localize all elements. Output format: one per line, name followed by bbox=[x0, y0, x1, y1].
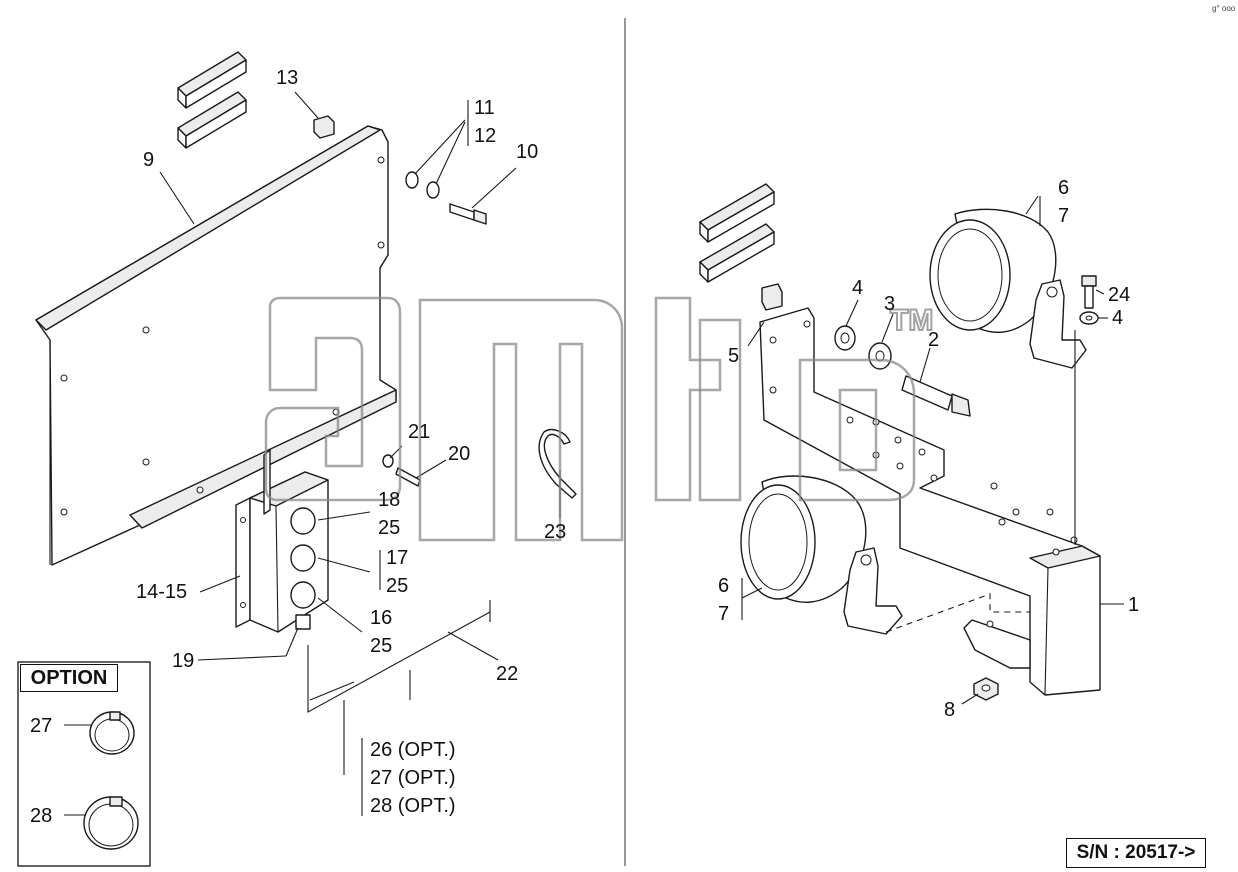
washer-4-right bbox=[1079, 311, 1099, 325]
bolt-2 bbox=[901, 375, 971, 417]
label-27-opt: 27 (OPT.) bbox=[370, 767, 456, 789]
nut-8 bbox=[973, 677, 999, 701]
label-14-15: 14-15 bbox=[136, 581, 187, 603]
rail-part-right bbox=[699, 183, 775, 283]
bolt-10 bbox=[449, 203, 487, 225]
label-25-b: 25 bbox=[386, 575, 408, 597]
label-21: 21 bbox=[408, 421, 430, 443]
label-28: 28 bbox=[30, 805, 52, 827]
label-8: 8 bbox=[944, 699, 955, 721]
label-5: 5 bbox=[728, 345, 739, 367]
label-23: 23 bbox=[544, 521, 566, 543]
hose-clamp-27 bbox=[89, 711, 135, 755]
hose-clamp-28 bbox=[83, 796, 139, 850]
label-9: 9 bbox=[143, 149, 154, 171]
label-13: 13 bbox=[276, 67, 298, 89]
corner-mark: g° ooo bbox=[1212, 4, 1236, 13]
option-box bbox=[17, 661, 151, 867]
bracket-1 bbox=[759, 307, 1101, 696]
work-lamp-lower bbox=[740, 475, 903, 635]
label-19: 19 bbox=[172, 650, 194, 672]
label-1: 1 bbox=[1128, 594, 1139, 616]
label-12: 12 bbox=[474, 125, 496, 147]
label-4: 4 bbox=[852, 277, 863, 299]
label-18: 18 bbox=[378, 489, 400, 511]
watermark-tm: TM bbox=[890, 304, 933, 337]
label-3: 3 bbox=[884, 293, 895, 315]
label-6-lower: 6 bbox=[718, 575, 729, 597]
label-2: 2 bbox=[928, 329, 939, 351]
rail-part-left bbox=[177, 51, 247, 149]
label-6-upper: 6 bbox=[1058, 177, 1069, 199]
label-20: 20 bbox=[448, 443, 470, 465]
leader-lines bbox=[64, 91, 1124, 816]
nut-13 bbox=[313, 115, 335, 139]
label-7-lower: 7 bbox=[718, 603, 729, 625]
serial-number-range: S/N : 20517-> bbox=[1066, 838, 1206, 868]
label-4-right: 4 bbox=[1112, 307, 1123, 329]
label-11: 11 bbox=[474, 97, 495, 119]
label-24: 24 bbox=[1108, 284, 1130, 306]
option-title: OPTION bbox=[20, 664, 118, 692]
label-26-opt: 26 (OPT.) bbox=[370, 739, 456, 761]
work-lamp-upper bbox=[929, 208, 1087, 369]
label-25-c: 25 bbox=[370, 635, 392, 657]
bolt-24 bbox=[1081, 275, 1097, 309]
watermark-logo: TM bbox=[264, 296, 934, 542]
nut-5 bbox=[761, 283, 783, 311]
label-17: 17 bbox=[386, 547, 408, 569]
washer-4 bbox=[834, 325, 856, 351]
label-10: 10 bbox=[516, 141, 538, 163]
label-25-a: 25 bbox=[378, 517, 400, 539]
callout-labels: 13 11 12 10 9 21 20 18 25 17 25 16 25 14… bbox=[30, 67, 1139, 827]
mounting-axis bbox=[885, 593, 1030, 633]
label-22: 22 bbox=[496, 663, 518, 685]
washers-11-12 bbox=[405, 171, 440, 199]
cable-22 bbox=[307, 600, 491, 713]
washer-3 bbox=[868, 342, 892, 370]
label-7-upper: 7 bbox=[1058, 205, 1069, 227]
control-box-14-15 bbox=[235, 449, 329, 633]
label-16: 16 bbox=[370, 607, 392, 629]
label-27: 27 bbox=[30, 715, 52, 737]
label-28-opt: 28 (OPT.) bbox=[370, 795, 456, 817]
plate-9 bbox=[35, 125, 397, 566]
screw-20-21 bbox=[382, 454, 421, 487]
cable-tie-23 bbox=[538, 428, 577, 499]
